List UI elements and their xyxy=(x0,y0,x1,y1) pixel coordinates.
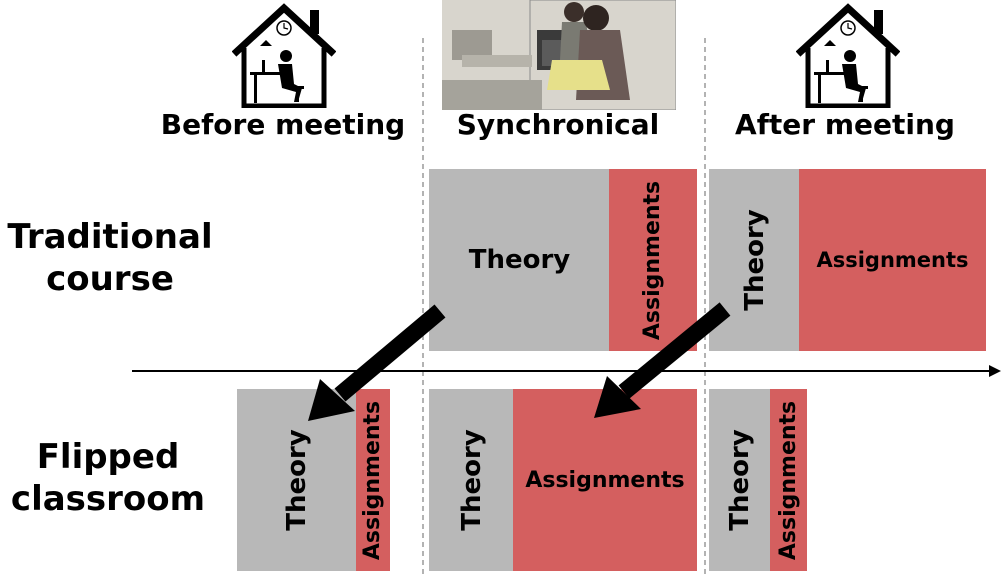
flip-before-theory-block: Theory xyxy=(237,389,357,571)
flip-sync-theory-block: Theory xyxy=(429,389,514,571)
trad-sync-assignments-block: Assignments xyxy=(609,169,697,351)
row-label-traditional: Traditional course xyxy=(0,216,220,300)
trad-after-assignments-label: Assignments xyxy=(816,248,969,272)
arrow-theory-to-before-head xyxy=(308,379,355,421)
flip-after-assignments-block: Assignments xyxy=(770,389,807,571)
flip-after-theory-block: Theory xyxy=(709,389,771,571)
phase-label-sync: Synchronical xyxy=(456,108,660,141)
row-label-flipped-text: Flipped classroom xyxy=(10,437,206,519)
arrow-theory-to-sync-head xyxy=(594,376,641,418)
row-label-flipped: Flipped classroom xyxy=(0,436,216,520)
classroom-photo-icon xyxy=(442,0,676,110)
trad-after-assignments-block: Assignments xyxy=(799,169,986,351)
arrow-theory-to-sync xyxy=(618,302,731,399)
flip-sync-assignments-label: Assignments xyxy=(525,467,685,493)
house-workstation-icon xyxy=(232,3,336,108)
phase-label-after: After meeting xyxy=(735,108,955,141)
trad-sync-theory-block: Theory xyxy=(429,169,610,351)
row-label-traditional-text: Traditional course xyxy=(7,217,213,299)
flip-sync-assignments-block: Assignments xyxy=(513,389,697,571)
timeline-arrowhead xyxy=(989,365,1001,377)
flip-before-assignments-block: Assignments xyxy=(356,389,390,571)
trad-sync-theory-label: Theory xyxy=(468,245,571,275)
house-workstation-icon xyxy=(796,3,900,108)
classroom-photo-drawing xyxy=(442,0,676,110)
phase-label-before: Before meeting xyxy=(160,108,406,141)
arrow-theory-to-before xyxy=(334,304,446,402)
